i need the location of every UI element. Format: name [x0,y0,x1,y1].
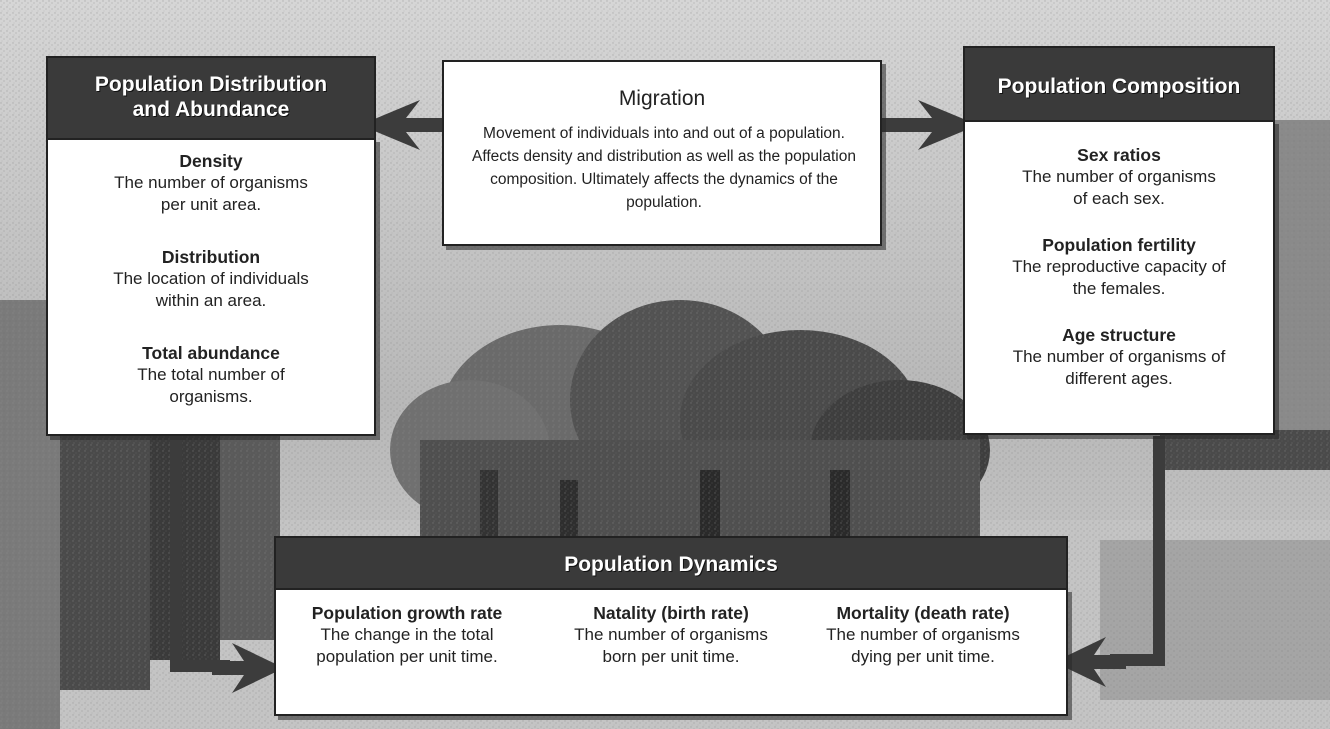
mortality-item: Mortality (death rate) The number of org… [798,602,1048,668]
definition-text: The number of organisms dying per unit t… [816,624,1031,668]
migration-title: Migration [444,86,880,112]
dynamics-header: Population Dynamics [274,536,1068,590]
natality-item: Natality (birth rate) The number of orga… [546,602,796,668]
migration-box: Migration Movement of individuals into a… [442,60,882,246]
distribution-header: Population Distribution and Abundance [46,56,376,140]
migration-text: Movement of individuals into and out of … [466,122,862,214]
sex-ratios-item: Sex ratios The number of organisms of ea… [965,144,1273,210]
total-abundance-item: Total abundance The total number of orga… [48,342,374,408]
definition-text: The number of organisms of each sex. [1019,166,1219,210]
composition-box: Sex ratios The number of organisms of ea… [963,120,1275,435]
term-label: Natality (birth rate) [546,602,796,624]
definition-text: The number of organisms of different age… [1004,346,1234,390]
growth-rate-item: Population growth rate The change in the… [282,602,532,668]
term-label: Distribution [48,246,374,268]
term-label: Mortality (death rate) [798,602,1048,624]
distribution-item: Distribution The location of individuals… [48,246,374,312]
term-label: Sex ratios [965,144,1273,166]
density-item: Density The number of organisms per unit… [48,150,374,216]
population-fertility-item: Population fertility The reproductive ca… [965,234,1273,300]
distribution-box: Density The number of organisms per unit… [46,138,376,436]
age-structure-item: Age structure The number of organisms of… [965,324,1273,390]
header-text: Population Distribution and Abundance [86,72,336,122]
definition-text: The total number of organisms. [116,364,306,408]
definition-text: The number of organisms born per unit ti… [564,624,779,668]
dynamics-box: Population growth rate The change in the… [274,588,1068,716]
header-text: Population Composition [965,74,1273,99]
definition-text: The location of individuals within an ar… [99,268,324,312]
term-label: Population fertility [965,234,1273,256]
composition-header: Population Composition [963,46,1275,122]
definition-text: The number of organisms per unit area. [111,172,311,216]
header-text: Population Dynamics [564,553,778,576]
term-label: Population growth rate [282,602,532,624]
term-label: Density [48,150,374,172]
term-label: Total abundance [48,342,374,364]
definition-text: The reproductive capacity of the females… [1009,256,1229,300]
definition-text: The change in the total population per u… [307,624,507,668]
term-label: Age structure [965,324,1273,346]
